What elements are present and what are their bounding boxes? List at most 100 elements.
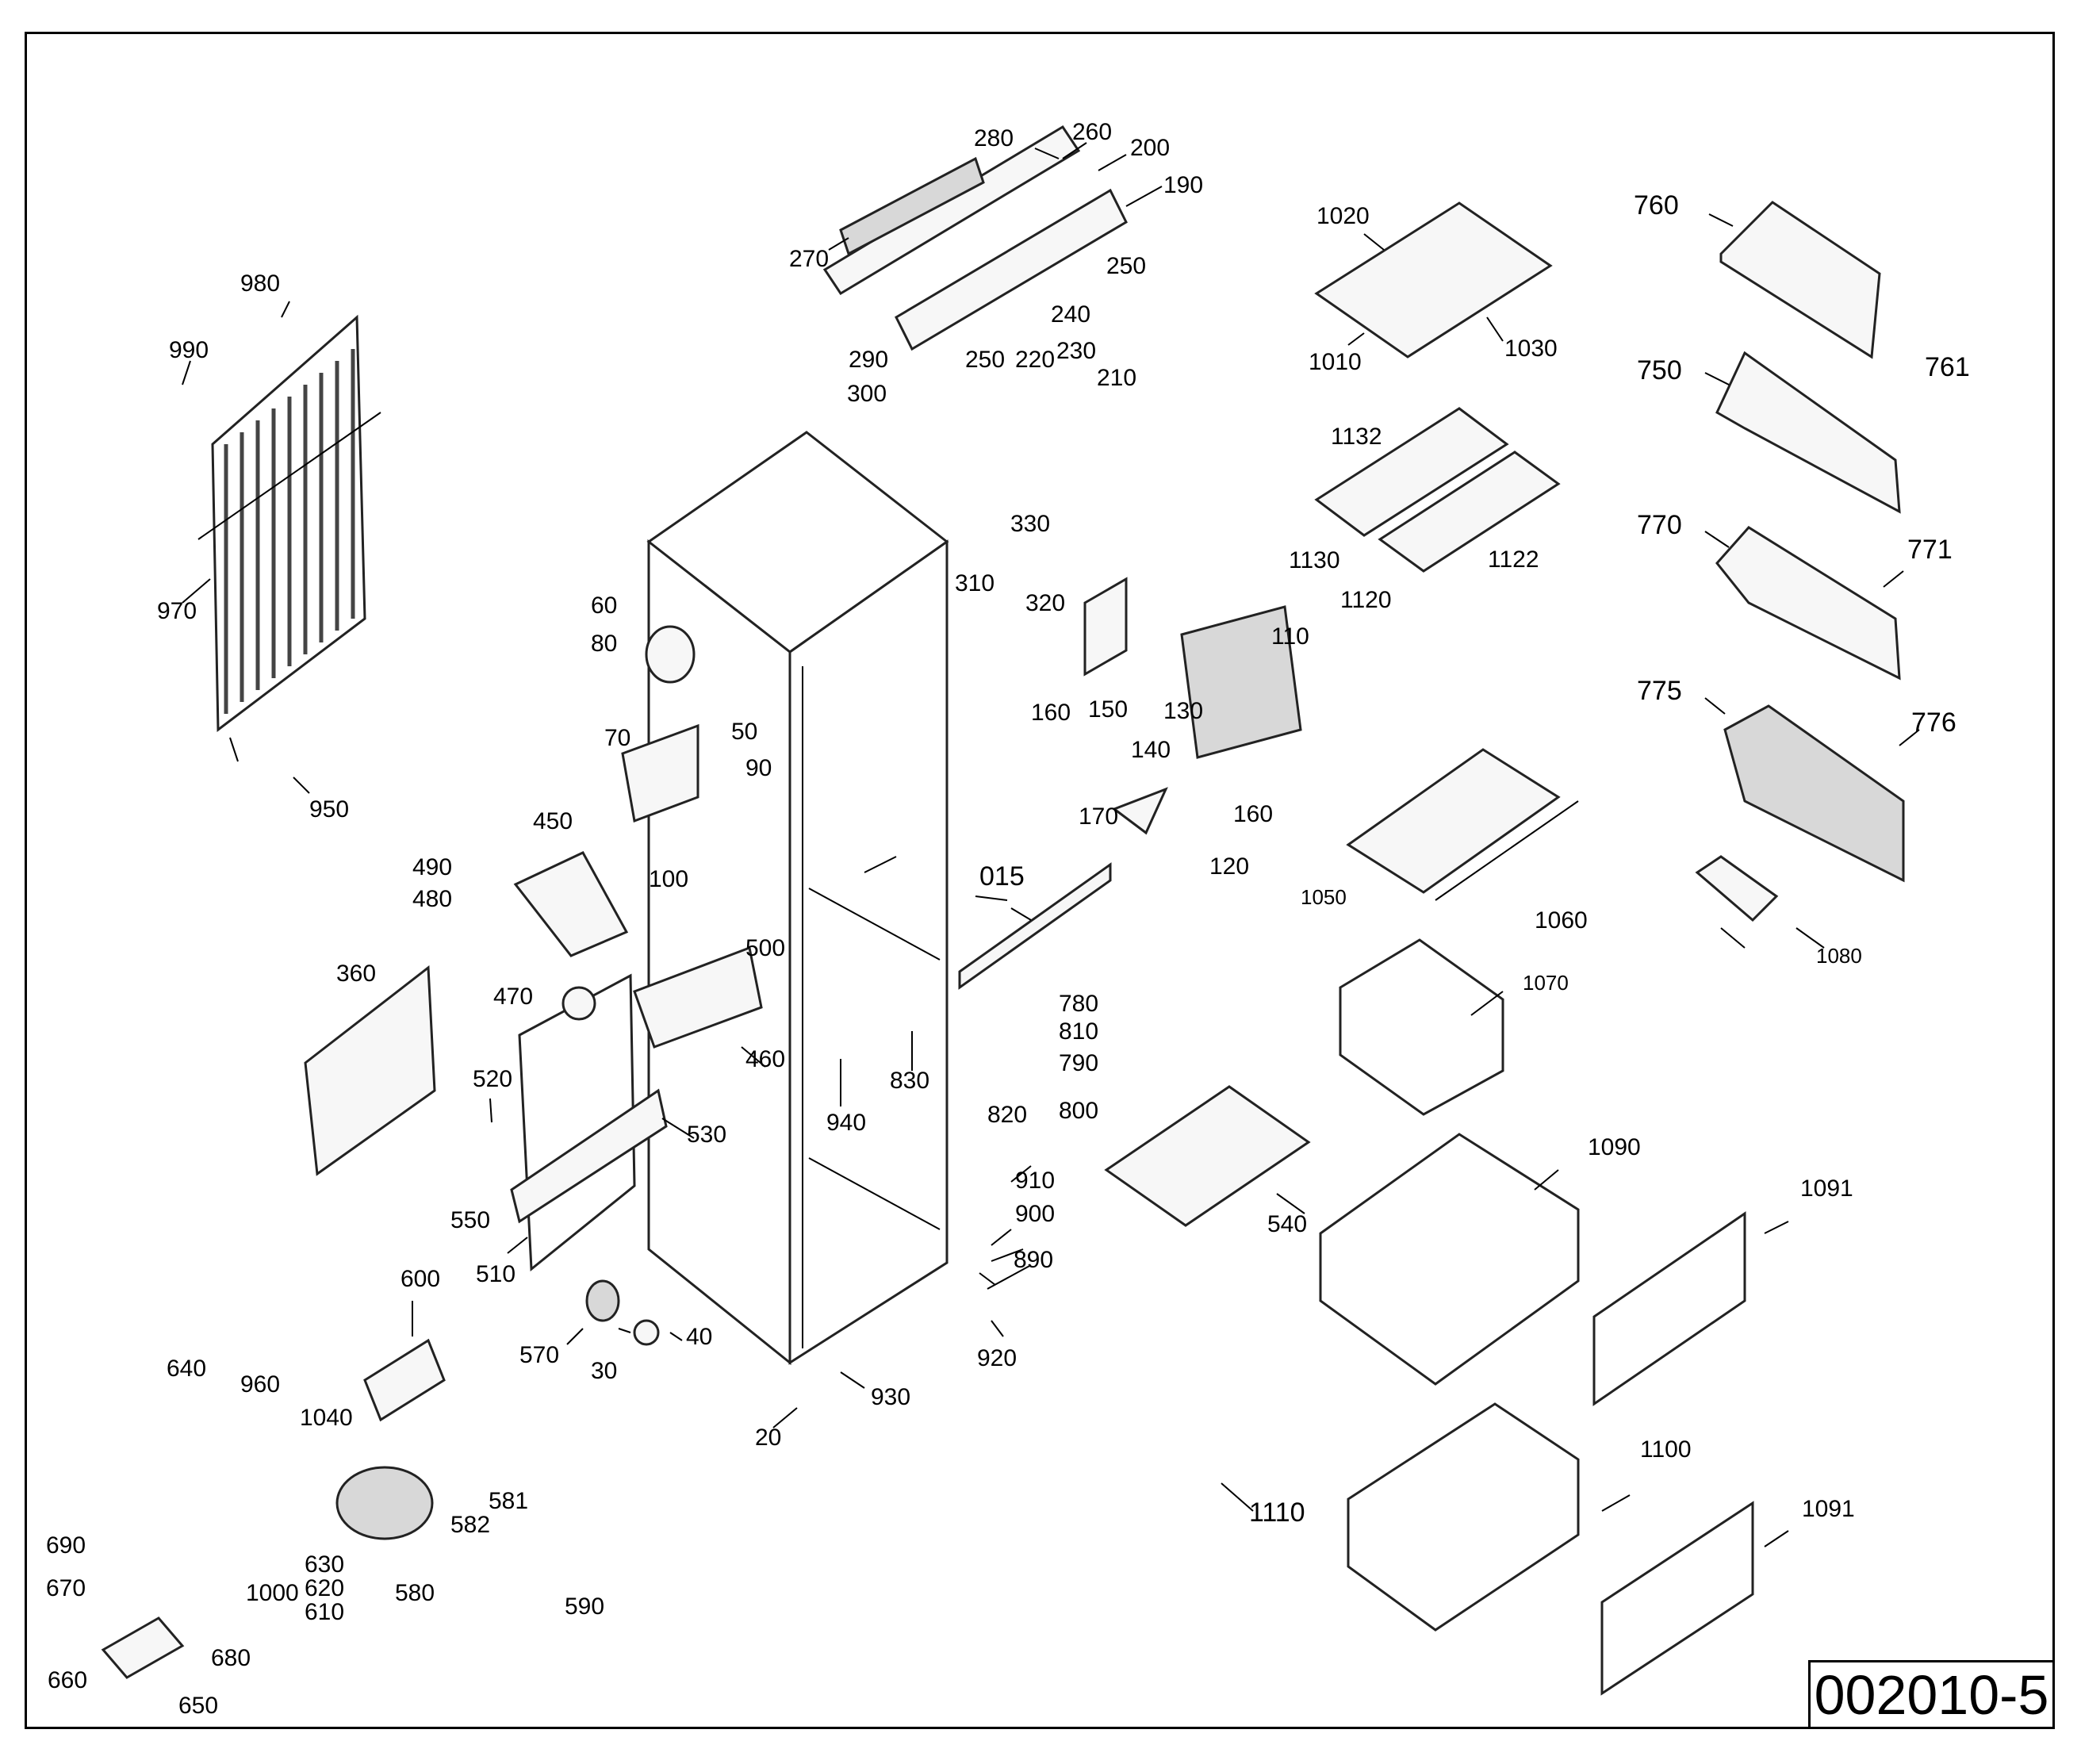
part-label: 970 xyxy=(157,598,197,624)
part-label: 660 xyxy=(48,1667,87,1693)
part-label: 160 xyxy=(1233,801,1273,827)
part-label: 810 xyxy=(1059,1018,1098,1045)
part-label: 650 xyxy=(178,1693,218,1719)
part-label: 310 xyxy=(955,570,995,596)
part-label: 290 xyxy=(849,347,888,373)
part-label: 1132 xyxy=(1331,424,1382,450)
part-label: 540 xyxy=(1267,1211,1307,1237)
part-label: 50 xyxy=(731,719,757,745)
part-label: 830 xyxy=(890,1068,929,1094)
part-label: 130 xyxy=(1163,698,1203,724)
part-label: 581 xyxy=(489,1488,528,1514)
part-label: 40 xyxy=(686,1324,712,1350)
part-label: 920 xyxy=(977,1345,1017,1371)
part-label: 1070 xyxy=(1523,971,1569,995)
glass-shelves xyxy=(1104,201,1579,1227)
part-label: 30 xyxy=(591,1358,617,1384)
part-label: 330 xyxy=(1010,511,1050,537)
part-label: 930 xyxy=(871,1384,910,1410)
part-label: 750 xyxy=(1637,355,1682,385)
evaporator-cover xyxy=(304,965,668,1272)
part-label: 800 xyxy=(1059,1098,1098,1124)
part-label: 1090 xyxy=(1588,1134,1641,1160)
part-label: 200 xyxy=(1130,135,1170,161)
part-label: 190 xyxy=(1163,172,1203,198)
part-label: 1080 xyxy=(1816,944,1862,968)
part-label: 570 xyxy=(519,1342,559,1368)
part-label: 770 xyxy=(1637,510,1682,540)
part-label: 320 xyxy=(1025,590,1065,616)
control-panel-assembly xyxy=(822,125,1128,351)
part-label: 160 xyxy=(1031,700,1071,726)
part-label: 1120 xyxy=(1340,587,1392,613)
small-hardware xyxy=(958,577,1302,990)
part-label: 210 xyxy=(1097,365,1136,391)
part-label: 1110 xyxy=(1249,1497,1305,1528)
fan-duct xyxy=(513,625,763,1049)
part-label: 680 xyxy=(211,1645,251,1671)
part-labels: 280 260 200 190 270 250 240 250 220 230 … xyxy=(46,119,1970,1719)
door-balconies xyxy=(1695,201,1905,922)
part-label: 1091 xyxy=(1800,1175,1853,1202)
part-label: 890 xyxy=(1014,1247,1053,1273)
part-label: 1091 xyxy=(1802,1496,1855,1522)
part-label: 490 xyxy=(412,854,452,880)
part-label: 760 xyxy=(1634,190,1679,220)
part-label: 270 xyxy=(789,246,829,272)
part-label: 1100 xyxy=(1640,1436,1692,1463)
part-label: 950 xyxy=(309,796,349,823)
part-label: 620 xyxy=(305,1575,344,1601)
part-label: 910 xyxy=(1015,1168,1055,1194)
part-label: 150 xyxy=(1088,696,1128,723)
part-label: 80 xyxy=(591,631,617,657)
part-label: 510 xyxy=(476,1261,515,1287)
part-label: 1050 xyxy=(1301,885,1347,909)
parts-artwork xyxy=(101,125,1905,1696)
part-label: 015 xyxy=(979,861,1025,892)
part-label: 761 xyxy=(1925,352,1970,382)
part-label: 771 xyxy=(1907,535,1953,565)
part-label: 300 xyxy=(847,381,887,407)
part-label: 900 xyxy=(1015,1201,1055,1227)
part-label: 360 xyxy=(336,961,376,987)
part-label: 630 xyxy=(305,1551,344,1578)
part-label: 1122 xyxy=(1488,546,1539,573)
part-label: 1010 xyxy=(1309,349,1362,375)
part-label: 940 xyxy=(826,1110,866,1136)
part-label: 520 xyxy=(473,1066,512,1092)
part-label: 1040 xyxy=(300,1405,353,1431)
part-label: 690 xyxy=(46,1532,86,1559)
part-label: 260 xyxy=(1072,119,1112,145)
part-label: 600 xyxy=(400,1266,440,1292)
part-label: 110 xyxy=(1271,623,1309,650)
condenser-coil xyxy=(197,314,381,762)
part-label: 250 xyxy=(1106,253,1146,279)
part-label: 580 xyxy=(395,1580,435,1606)
part-label: 775 xyxy=(1637,676,1682,706)
part-label: 480 xyxy=(412,886,452,912)
part-label: 120 xyxy=(1209,853,1249,880)
part-label: 610 xyxy=(305,1599,344,1625)
part-label: 582 xyxy=(450,1512,490,1538)
part-label: 460 xyxy=(745,1046,785,1072)
part-label: 170 xyxy=(1079,803,1118,830)
part-label: 820 xyxy=(987,1102,1027,1128)
part-label: 1060 xyxy=(1535,907,1588,934)
part-label: 1000 xyxy=(246,1580,299,1606)
part-label: 100 xyxy=(649,866,688,892)
part-label: 990 xyxy=(169,337,209,363)
part-label: 790 xyxy=(1059,1050,1098,1076)
part-label: 470 xyxy=(493,984,533,1010)
part-label: 450 xyxy=(533,808,573,834)
crisper-drawers xyxy=(1319,938,1754,1696)
part-label: 20 xyxy=(755,1425,781,1451)
part-label: 70 xyxy=(604,725,630,751)
part-label: 1020 xyxy=(1316,203,1370,229)
part-label: 530 xyxy=(687,1122,726,1148)
part-label: 550 xyxy=(450,1207,490,1233)
part-label: 776 xyxy=(1911,708,1956,738)
part-label: 90 xyxy=(745,755,772,781)
part-label: 640 xyxy=(167,1356,206,1382)
drawing-code: 002010-5 xyxy=(1808,1660,2055,1729)
